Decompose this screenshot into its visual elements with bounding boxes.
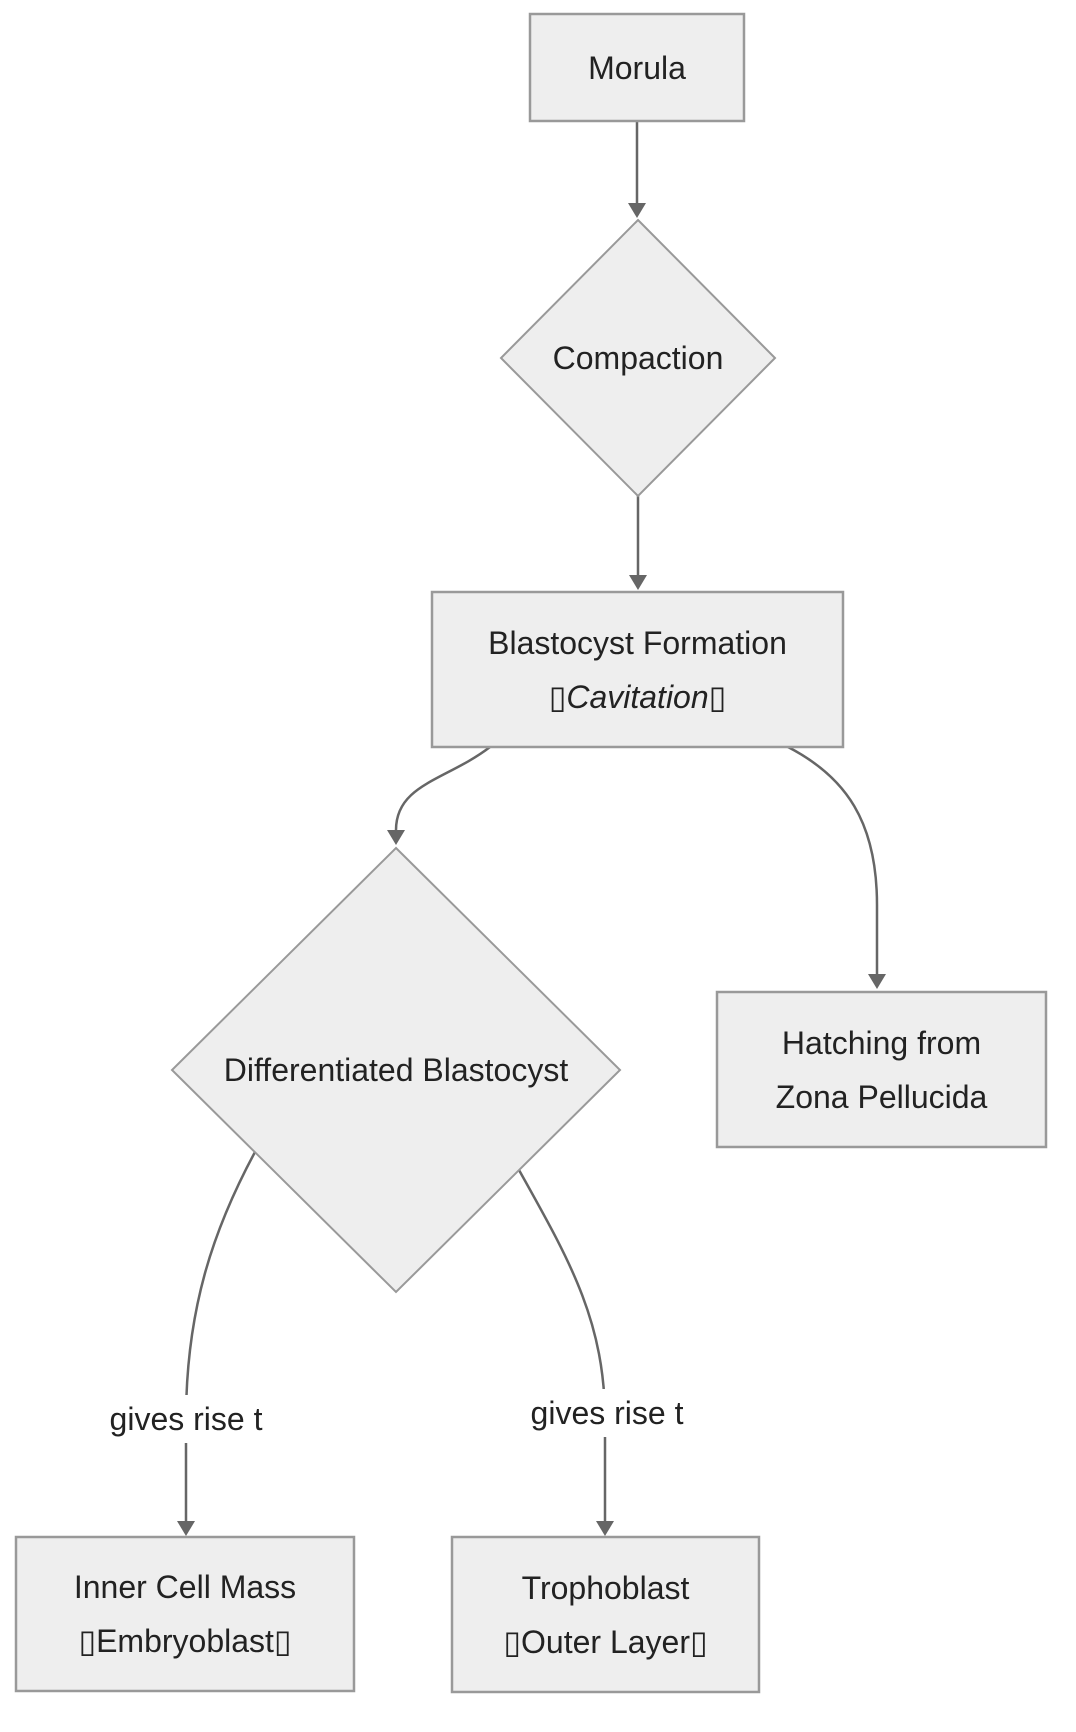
edge-label-gives-rise-right: gives rise t	[520, 1389, 694, 1437]
edge-blastocyst-hatching	[787, 745, 879, 975]
node-shape-group	[14, 12, 1048, 1694]
edge-label-gives-rise-left: gives rise t	[99, 1395, 273, 1443]
node-shape-blastocyst-formation	[430, 590, 845, 749]
arrowhead-morula-compaction	[628, 203, 646, 218]
node-shape-hatching	[715, 990, 1048, 1149]
arrowhead-blastocyst-hatching	[868, 974, 886, 989]
node-shape-differentiated-blastocyst	[170, 846, 622, 1294]
edge-blastocyst-diffblast	[394, 746, 491, 831]
arrowhead-diffblast-icm	[177, 1521, 195, 1536]
arrowhead-diffblast-trophoblast	[596, 1521, 614, 1536]
node-shape-trophoblast	[450, 1535, 761, 1694]
node-shape-compaction	[499, 218, 777, 498]
node-shape-morula	[528, 12, 746, 123]
edge-diffblast-trophoblast	[517, 1169, 607, 1523]
arrowhead-compaction-blastocyst	[629, 575, 647, 590]
arrowhead-blastocyst-diffblast	[387, 830, 405, 845]
edge-group	[177, 121, 886, 1536]
edge-diffblast-icm	[184, 1151, 257, 1523]
node-shape-inner-cell-mass	[14, 1535, 356, 1693]
